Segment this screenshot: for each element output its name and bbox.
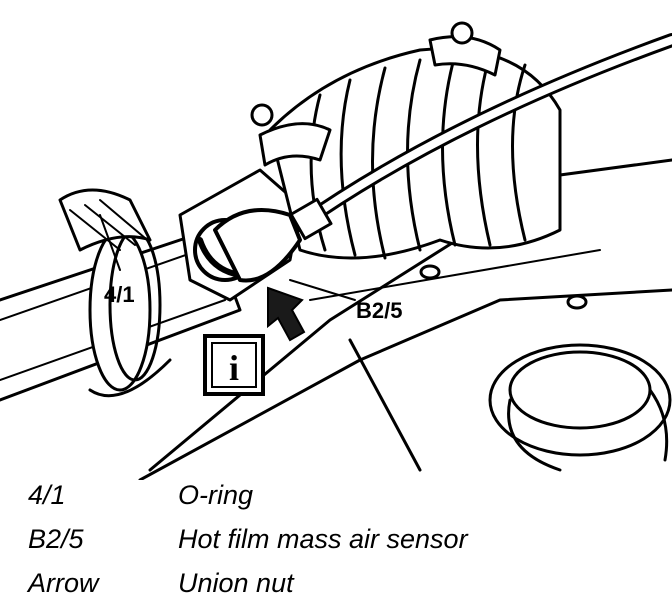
engine-drawing: i <box>0 21 672 482</box>
oil-filler-cap <box>488 343 672 457</box>
callout-o-ring: 4/1 <box>104 282 135 307</box>
hose-clamp <box>258 122 332 167</box>
info-symbol <box>203 334 265 396</box>
cover-bolt <box>419 264 441 280</box>
clamp-screw <box>250 103 274 127</box>
legend-code: Arrow <box>28 568 99 598</box>
legend-description: Hot film mass air sensor <box>178 524 468 554</box>
sensor-plug <box>213 208 302 283</box>
wire-tie <box>289 197 333 241</box>
engine-cover-edge <box>138 288 672 482</box>
technical-illustration: i 4/1 B2/5 <box>0 21 672 482</box>
clamp-screw <box>450 21 474 45</box>
info-symbol-letter: i <box>229 348 239 388</box>
cover-bolt <box>566 294 588 310</box>
callout-hot-film-sensor: B2/5 <box>356 298 403 323</box>
legend-description: O-ring <box>178 480 254 510</box>
union-nut-arrow <box>267 286 306 342</box>
legend-code: B2/5 <box>28 524 84 554</box>
engine-cover-front <box>348 338 422 472</box>
legend-description: Union nut <box>178 568 294 598</box>
legend-code: 4/1 <box>28 480 66 510</box>
